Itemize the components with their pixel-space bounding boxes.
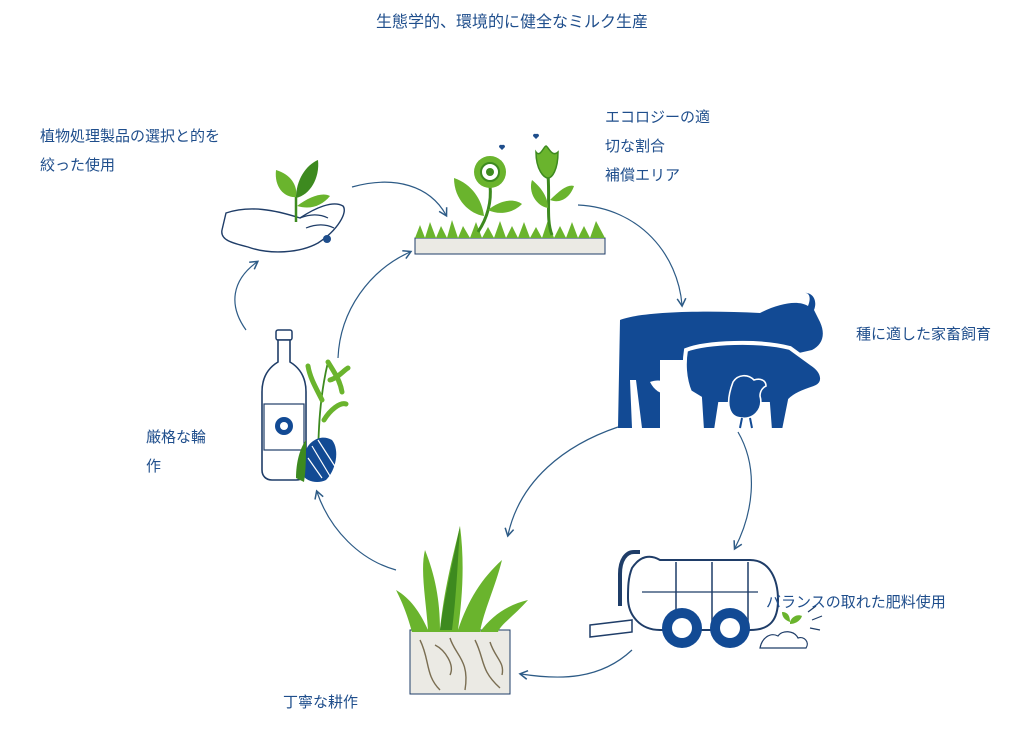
label-line: 丁寧な耕作 [283,693,359,711]
label-line: 作 [146,457,162,475]
flowers-meadow-icon [414,133,606,255]
label-fertilizer: バランスの取れた肥料使用 [766,588,946,617]
label-line: 切な割合 [605,137,666,155]
label-crop-rotation: 厳格な輪 作 [146,423,206,481]
arrow-grass-to-bottle [314,489,397,571]
grass-roots-icon [396,526,528,695]
label-livestock: 種に適した家畜飼育 [856,320,991,349]
slurry-tanker-icon [589,550,823,649]
label-line: 絞った使用 [40,156,116,174]
label-line: バランスの取れた肥料使用 [766,593,946,611]
arrow-bottle-to-meadow [337,249,413,359]
cycle-arrows [234,181,752,680]
label-line: 厳格な輪 [146,428,207,446]
label-line: エコロジーの適 [605,108,711,126]
bottle-grain-icon [261,329,351,482]
arrow-bottle-to-hand [234,260,260,331]
arrow-livestock-to-tanker [733,431,752,551]
arrow-hand-to-meadow [351,181,448,218]
label-line: 補償エリア [605,166,681,184]
page-title: 生態学的、環境的に健全なミルク生産 [375,12,648,31]
label-line: 植物処理製品の選択と的を [40,127,221,145]
livestock-icon [618,292,824,432]
arrow-meadow-to-livestock [577,204,687,308]
arrow-tanker-to-grass [518,649,633,680]
label-plant-protection: 植物処理製品の選択と的を 絞った使用 [40,122,220,180]
label-ecological-area: エコロジーの適 切な割合 補償エリア [605,103,710,190]
label-tillage: 丁寧な耕作 [283,688,358,717]
arrow-livestock-to-grass [504,426,619,538]
label-line: 種に適した家畜飼育 [856,325,992,343]
hand-sprout-icon [221,160,345,253]
